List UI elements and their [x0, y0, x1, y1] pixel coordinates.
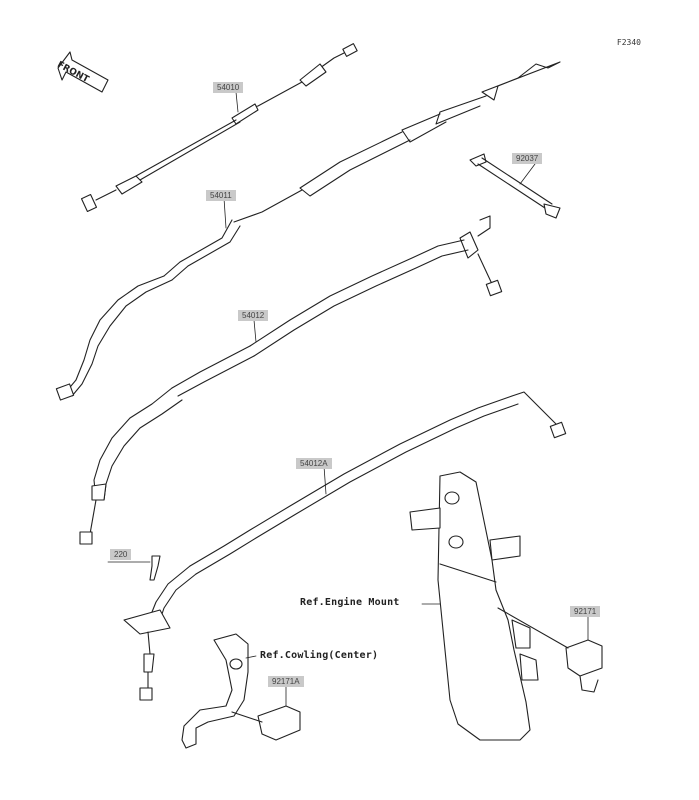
- ref-cowling-center: Ref.Cowling(Center): [260, 650, 379, 661]
- cable-54012A: [123, 391, 567, 701]
- cable-54012: [79, 215, 503, 545]
- part-label-92171A[interactable]: 92171A: [268, 676, 304, 687]
- part-label-220[interactable]: 220: [110, 549, 132, 560]
- front-arrow-icon: [57, 51, 109, 93]
- cowling-bracket: [181, 633, 301, 749]
- ref-engine-mount: Ref.Engine Mount: [300, 597, 400, 608]
- leader-lines: [107, 91, 589, 707]
- part-label-92037[interactable]: 92037: [512, 153, 543, 164]
- figure-id: F2340: [616, 38, 641, 47]
- cable-54010: [80, 43, 358, 213]
- part-label-54012[interactable]: 54012: [238, 310, 269, 321]
- rod-92037: [469, 153, 561, 219]
- part-label-54010[interactable]: 54010: [213, 82, 244, 93]
- clamp-92171: [497, 607, 603, 693]
- part-label-54012A[interactable]: 54012A: [296, 458, 332, 469]
- engine-mount-bracket: [409, 471, 539, 741]
- part-label-92171[interactable]: 92171: [570, 606, 601, 617]
- part-label-54011[interactable]: 54011: [206, 190, 236, 201]
- cable-54011: [55, 61, 561, 401]
